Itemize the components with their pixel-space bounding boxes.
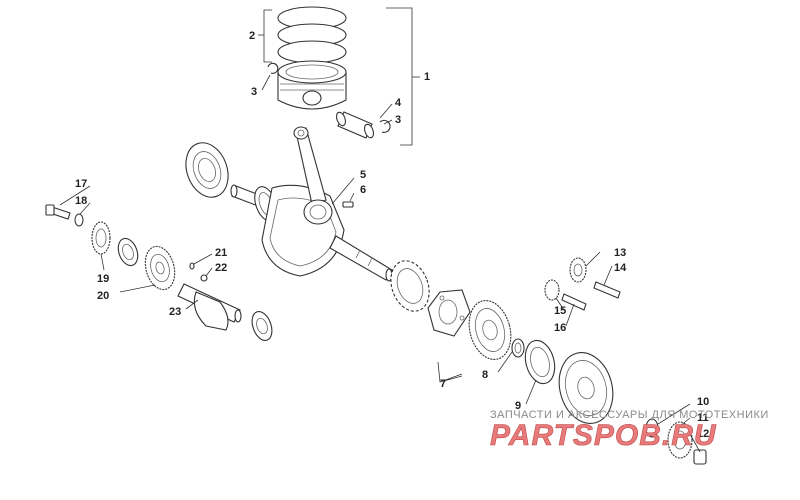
piston-assembly — [258, 6, 420, 146]
callout-8: 8 — [482, 369, 488, 381]
callout-6: 6 — [360, 184, 366, 196]
starter-driven-gear — [468, 300, 512, 360]
callout-10: 10 — [697, 396, 709, 408]
needle-bearing — [511, 338, 525, 358]
bracket-group-2 — [263, 9, 272, 63]
idler-gear — [569, 257, 587, 283]
watermark-subtitle: ЗАПЧАСТИ И АКСЕССУАРЫ ДЛЯ МОТОТЕХНИКИ — [490, 409, 769, 421]
callout-16: 16 — [554, 322, 566, 334]
piston-pin — [335, 111, 375, 139]
callout-11: 11 — [697, 412, 709, 424]
callout-3b: 3 — [395, 114, 401, 126]
callout-12: 12 — [697, 428, 709, 440]
starter-clutch-plate — [427, 289, 471, 337]
callout-15: 15 — [554, 305, 566, 317]
bearing-balancer — [251, 311, 273, 341]
idler-gear-2 — [544, 279, 560, 301]
piston — [277, 60, 347, 110]
callout-21: 21 — [215, 247, 227, 259]
drive-gear-small — [91, 221, 111, 255]
balancer-shaft — [177, 283, 242, 331]
balancer-gear — [144, 245, 176, 291]
piston-ring-low — [277, 40, 347, 64]
main-bearing-left — [185, 142, 229, 198]
pin-small-21 — [189, 262, 195, 270]
output-gear-assembly — [645, 418, 707, 465]
callout-1: 1 — [424, 71, 430, 83]
bracket-group-1 — [386, 7, 413, 146]
one-way-clutch — [524, 339, 556, 385]
callout-5: 5 — [360, 169, 366, 181]
pin-small-22 — [200, 274, 208, 282]
callout-14: 14 — [614, 262, 627, 274]
circlip-left — [267, 62, 279, 74]
callout-2: 2 — [249, 30, 255, 42]
circlip-right — [379, 119, 391, 133]
callout-20: 20 — [97, 290, 109, 302]
watermark-brand: PARTSPOB.RU — [490, 419, 717, 452]
callout-9: 9 — [515, 400, 521, 412]
bolt — [45, 204, 71, 220]
callout-18: 18 — [75, 195, 87, 207]
callout-19: 19 — [97, 273, 109, 285]
callout-7: 7 — [440, 378, 446, 390]
callout-23: 23 — [169, 306, 181, 318]
idler-shaft — [593, 281, 621, 299]
callout-22: 22 — [215, 262, 227, 274]
callout-4: 4 — [395, 97, 402, 109]
callout-13: 13 — [614, 247, 626, 259]
connecting-rod — [293, 126, 333, 225]
washer — [74, 213, 84, 227]
bearing-small-left — [117, 237, 139, 267]
woodruff-key — [342, 201, 354, 208]
idler-shaft-2 — [561, 293, 587, 311]
callout-3a: 3 — [251, 86, 257, 98]
callout-17: 17 — [75, 178, 87, 190]
flywheel-rotor — [558, 352, 614, 424]
main-bearing-right — [390, 260, 430, 312]
